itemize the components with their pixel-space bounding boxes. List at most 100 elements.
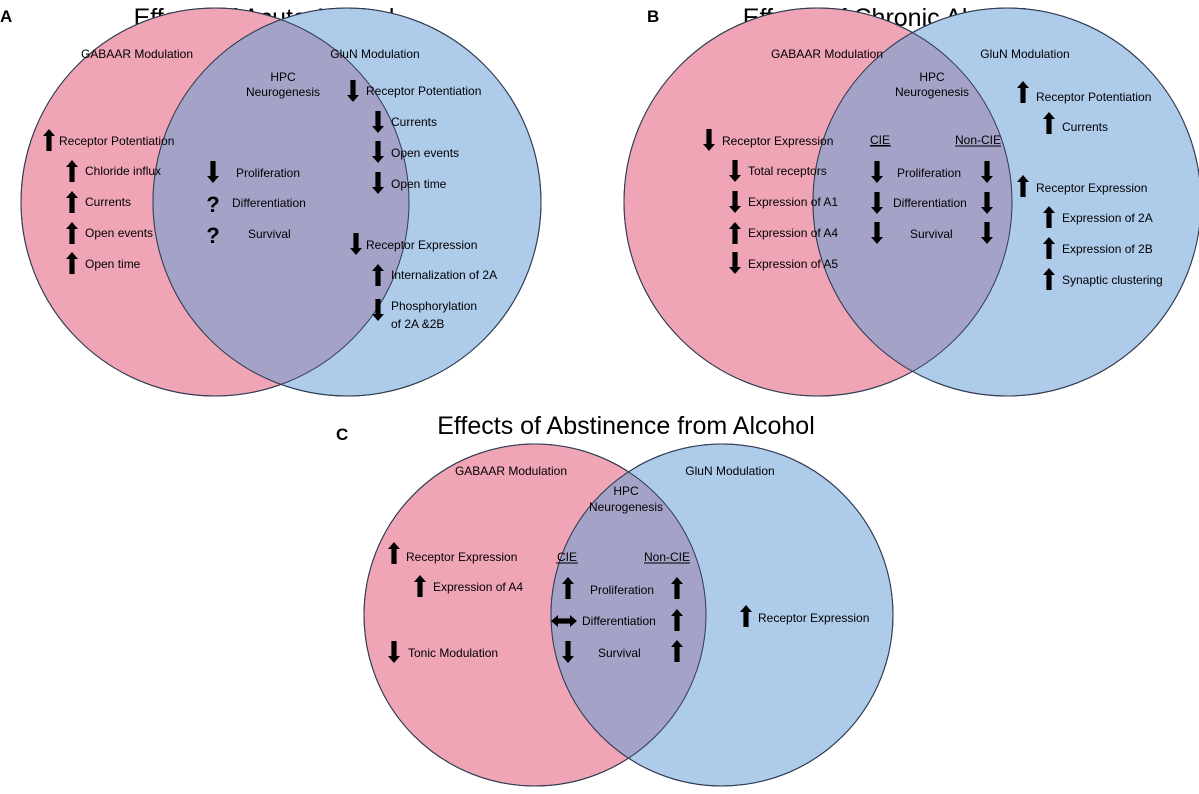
panel-b-left-item: Expression of A4: [729, 222, 838, 244]
panel-b-right-item: Expression of 2A: [1043, 206, 1153, 228]
svg-text:Receptor Expression: Receptor Expression: [366, 238, 477, 252]
panel-b: B Effects of Chronic Alcohol GABAAR Modu…: [623, 4, 1199, 397]
panel-a: A Effects of Acute Alcohol GABAAR Modula…: [0, 4, 542, 397]
question-icon: ?: [206, 223, 219, 248]
panel-a-right-item: Open time: [372, 172, 447, 194]
panel-b-center-item: Differentiation: [871, 192, 993, 214]
svg-text:Receptor Potentiation: Receptor Potentiation: [366, 84, 481, 98]
panel-b-neurogenesis-header: Neurogenesis: [895, 85, 969, 99]
panel-b-letter: B: [647, 7, 659, 26]
panel-b-glun-header: GluN Modulation: [980, 47, 1069, 61]
panel-b-right-item: Receptor Potentiation: [1017, 81, 1151, 104]
svg-text:Expression of 2B: Expression of 2B: [1062, 242, 1153, 256]
svg-text:Proliferation: Proliferation: [590, 583, 654, 597]
svg-text:Open events: Open events: [85, 226, 153, 240]
panel-c-left-item: Receptor Expression: [388, 542, 517, 564]
panel-b-noncie-label: Non-CIE: [955, 133, 1001, 147]
panel-a-center-item: Proliferation: [207, 161, 300, 183]
panel-a-left-item: Open events: [66, 222, 153, 244]
svg-text:Tonic Modulation: Tonic Modulation: [408, 646, 498, 660]
svg-text:of 2A &2B: of 2A &2B: [391, 317, 444, 331]
up-arrow-icon: [43, 129, 55, 151]
panel-b-right-item: Currents: [1043, 112, 1108, 134]
down-arrow-icon: [981, 222, 993, 244]
svg-text:Differentiation: Differentiation: [893, 196, 967, 210]
down-arrow-icon: [981, 161, 993, 183]
panel-c-letter: C: [336, 425, 348, 444]
up-arrow-icon: [66, 191, 78, 213]
svg-text:Receptor Expression: Receptor Expression: [722, 134, 833, 148]
panel-b-center-item: Proliferation: [871, 161, 993, 183]
svg-text:Differentiation: Differentiation: [232, 196, 306, 210]
panel-a-letter: A: [0, 7, 12, 26]
down-arrow-icon: [729, 160, 741, 182]
svg-text:Proliferation: Proliferation: [897, 166, 961, 180]
panel-c-title: Effects of Abstinence from Alcohol: [437, 412, 815, 440]
panel-b-right-item: Expression of 2B: [1043, 237, 1153, 259]
svg-text:Receptor Expression: Receptor Expression: [1036, 181, 1147, 195]
panel-a-gabaar-header: GABAAR Modulation: [81, 47, 193, 61]
svg-text:Survival: Survival: [910, 227, 953, 241]
svg-text:Receptor Expression: Receptor Expression: [406, 550, 517, 564]
down-arrow-icon: [562, 641, 574, 663]
panel-b-overlap: [813, 8, 1012, 396]
panel-a-glun-header: GluN Modulation: [330, 47, 419, 61]
panel-c-center-item: Proliferation: [562, 577, 683, 599]
panel-c-left-item: Tonic Modulation: [388, 641, 498, 663]
svg-text:Expression of A4: Expression of A4: [433, 580, 523, 594]
down-arrow-icon: [347, 80, 359, 102]
panel-b-center-item: Survival: [871, 222, 993, 244]
svg-text:Open time: Open time: [85, 257, 141, 271]
panel-b-hpc-header: HPC: [919, 70, 945, 84]
panel-a-left-item: Currents: [66, 191, 131, 213]
panel-c-hpc-header: HPC: [613, 484, 639, 498]
down-arrow-icon: [372, 111, 384, 133]
panel-a-right-item: Open events: [372, 141, 459, 163]
panel-b-cie-label: CIE: [870, 133, 890, 147]
up-arrow-icon: [740, 605, 752, 627]
svg-text:Proliferation: Proliferation: [236, 166, 300, 180]
svg-text:Chloride influx: Chloride influx: [85, 164, 161, 178]
panel-c: C Effects of Abstinence from Alcohol GAB…: [336, 412, 894, 787]
up-arrow-icon: [671, 609, 683, 631]
panel-c-center-item: Differentiation: [551, 609, 683, 631]
panel-c-gabaar-header: GABAAR Modulation: [455, 464, 567, 478]
panel-c-center-item: Survival: [562, 640, 683, 663]
up-arrow-icon: [1043, 237, 1055, 259]
panel-c-overlap: [551, 444, 706, 786]
down-arrow-icon: [207, 161, 219, 183]
panel-c-left-item: Expression of A4: [414, 575, 523, 597]
down-arrow-icon: [372, 299, 384, 321]
up-arrow-icon: [1017, 81, 1029, 103]
down-arrow-icon: [981, 192, 993, 214]
svg-text:Survival: Survival: [598, 646, 641, 660]
svg-text:Total receptors: Total receptors: [748, 164, 827, 178]
svg-text:Expression of A4: Expression of A4: [748, 226, 838, 240]
panel-b-left-item: Receptor Expression: [703, 129, 833, 151]
panel-a-right-item: Receptor Potentiation: [347, 80, 481, 102]
panel-c-noncie-label: Non-CIE: [644, 550, 690, 564]
panel-c-cie-label: CIE: [557, 550, 577, 564]
panel-c-right-item: Receptor Expression: [740, 605, 869, 627]
down-arrow-icon: [372, 141, 384, 163]
svg-text:Expression of A5: Expression of A5: [748, 257, 838, 271]
panel-a-center-item: ?Survival: [206, 223, 290, 248]
panel-c-neurogenesis-header: Neurogenesis: [589, 500, 663, 514]
panel-a-center-item: ?Differentiation: [206, 192, 306, 217]
panel-b-left-item: Expression of A1: [729, 191, 838, 213]
down-arrow-icon: [871, 222, 883, 244]
svg-text:Synaptic clustering: Synaptic clustering: [1062, 273, 1163, 287]
up-arrow-icon: [66, 160, 78, 182]
panel-a-left-item: Open time: [66, 252, 141, 274]
svg-text:Expression of 2A: Expression of 2A: [1062, 211, 1153, 225]
panel-a-right-item: Currents: [372, 111, 437, 133]
svg-text:Currents: Currents: [1062, 120, 1108, 134]
down-arrow-icon: [871, 161, 883, 183]
svg-text:Receptor Potentiation: Receptor Potentiation: [59, 134, 174, 148]
up-arrow-icon: [388, 542, 400, 564]
panel-a-neurogenesis-header: Neurogenesis: [246, 85, 320, 99]
left-right-arrow-icon: [551, 615, 577, 627]
panel-b-left-item: Total receptors: [729, 160, 827, 182]
